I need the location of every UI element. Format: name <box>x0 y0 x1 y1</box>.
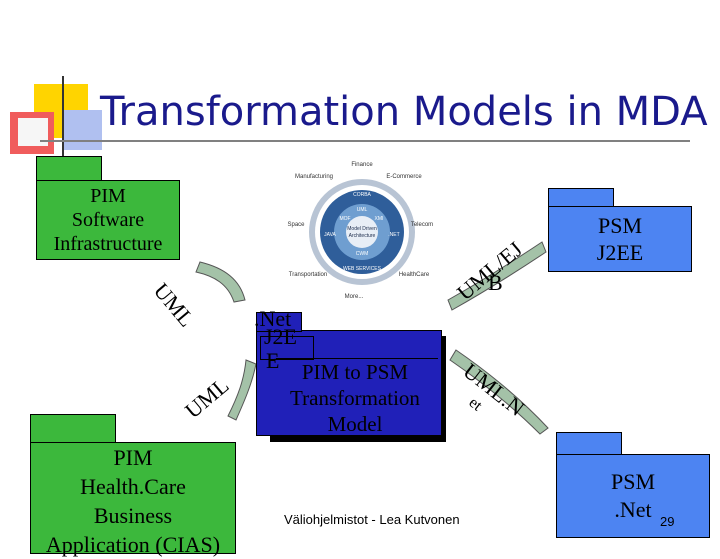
pim-software-tab <box>36 156 102 182</box>
psm-j2ee-box: PSM J2EE <box>548 206 692 272</box>
stack-e-label: E <box>266 348 280 373</box>
mda-ring-uml: UML <box>357 207 368 213</box>
title-deco-blue <box>62 110 102 150</box>
mda-ring-java: JAVA <box>324 232 336 238</box>
mda-outer-space: Space <box>287 222 305 228</box>
mda-outer-manufacturing: Manufacturing <box>295 174 333 180</box>
mda-ring-webservices: WEB SERVICES <box>343 266 382 272</box>
slide-title: Transformation Models in MDA <box>100 89 708 135</box>
stack-j2e-label: J2E <box>264 324 297 349</box>
mda-outer-finance: Finance <box>351 162 373 168</box>
psm-net-tab <box>556 432 622 456</box>
mda-outer-more: More... <box>345 294 364 300</box>
mda-center-line2: Architecture <box>349 233 376 239</box>
psm-j2ee-label: PSM J2EE <box>596 213 644 265</box>
mda-outer-transportation: Transportation <box>289 272 327 278</box>
psm-j2ee-tab <box>548 188 614 208</box>
arrow-top-left <box>195 261 246 303</box>
arrows-layer <box>195 241 549 435</box>
title-deco-vline <box>62 76 64 160</box>
mda-ring-cwm: CWM <box>356 251 369 257</box>
pim-health-label: PIM Health.Care Business Application (CI… <box>45 445 221 557</box>
mda-outer-healthcare: HealthCare <box>399 272 430 278</box>
stack-tab-e <box>276 358 438 359</box>
uml-label-top-right-2: B <box>488 270 503 295</box>
title-underline <box>40 140 690 142</box>
pim-software-box: PIM Software Infrastructure <box>36 180 180 260</box>
transformation-model-label: PIM to PSM Transformation Model <box>290 360 420 436</box>
footer-text: Väliohjelmistot - Lea Kutvonen <box>284 512 460 527</box>
mda-ring-xmi: XMI <box>375 216 384 222</box>
psm-net-box: PSM .Net <box>556 454 710 538</box>
mda-center-line1: Model Driven <box>347 226 377 232</box>
mda-ring-mof: MOF <box>339 216 350 222</box>
arrow-top-right <box>447 241 547 311</box>
mda-outer-ecommerce: E-Commerce <box>386 174 422 180</box>
page-number: 29 <box>660 514 675 529</box>
mda-ring-corba: CORBA <box>353 192 371 198</box>
psm-net-label: PSM .Net <box>610 469 656 522</box>
pim-health-box: PIM Health.Care Business Application (CI… <box>30 442 236 557</box>
pim-health-tab <box>30 414 116 444</box>
stack-net-label: .Net <box>254 306 292 331</box>
mda-logo: Model Driven Architecture UML CORBA MOF … <box>287 162 433 300</box>
mda-ring-net: .NET <box>388 232 399 238</box>
pim-software-label: PIM Software Infrastructure <box>53 185 163 255</box>
arrow-mid-right <box>449 349 549 435</box>
stack-tab-net <box>256 312 302 332</box>
stack-tab-j2ee <box>260 336 314 360</box>
mda-outer-telecom: Telecom <box>411 222 433 228</box>
